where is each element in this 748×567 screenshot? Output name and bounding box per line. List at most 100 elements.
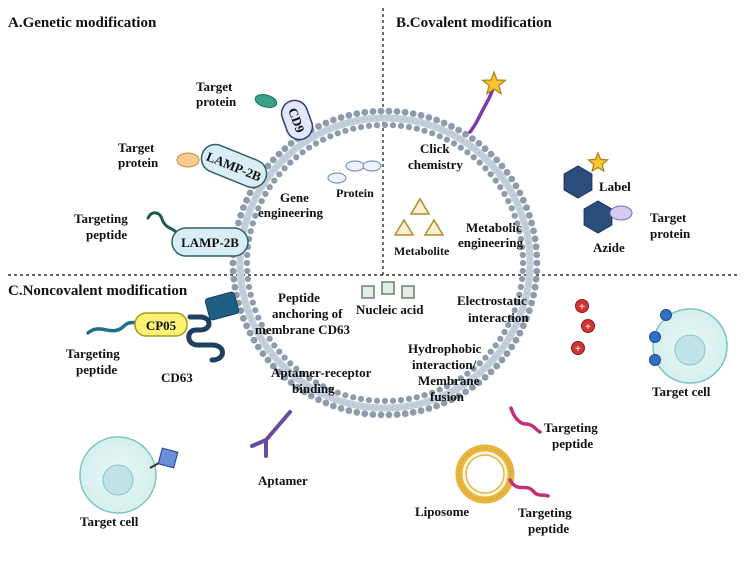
lipid-head: [455, 392, 463, 400]
lipid-head: [511, 307, 518, 314]
lipid-head: [413, 125, 420, 132]
lipid-head: [377, 411, 385, 419]
lipid-head: [448, 396, 455, 404]
lipid-head: [330, 116, 337, 124]
lipid-head: [276, 171, 283, 178]
lipid-head: [266, 335, 273, 342]
lipid-head: [287, 360, 294, 367]
lipid-head: [350, 125, 357, 132]
lipid-head: [520, 322, 527, 330]
lipid-head: [235, 219, 242, 227]
lipid-head: [523, 315, 530, 322]
lipid-head: [369, 411, 377, 418]
lipid-head: [517, 235, 525, 243]
label-hexagon-icon: [563, 165, 593, 199]
metabolic-engineering-label: Metabolic engineering: [458, 220, 525, 250]
lipid-head: [532, 275, 540, 283]
lipid-head: [487, 368, 495, 376]
lipid-head: [322, 119, 330, 127]
targeting-peptide-label-lower: Targeting peptide: [518, 505, 575, 536]
electrostatic-label: Electrostatic interaction: [457, 293, 530, 325]
lipid-head: [405, 395, 413, 402]
lipid-head: [275, 368, 283, 376]
metabolite-triangles: [393, 197, 445, 236]
lipid-head: [469, 135, 476, 143]
lipid-head: [429, 130, 436, 137]
lipid-head: [533, 251, 541, 259]
lipid-head: [528, 219, 535, 227]
lipid-head: [417, 111, 425, 119]
lipid-head: [475, 379, 483, 386]
lipid-head: [482, 354, 489, 361]
lipid-head: [450, 140, 458, 147]
target-cell-left-label: Target cell: [80, 514, 139, 529]
lipid-head: [361, 410, 369, 418]
lipid-head: [487, 348, 494, 355]
lipid-head: [246, 329, 254, 337]
lipid-head: [519, 275, 526, 283]
lipid-head: [381, 121, 389, 129]
lipid-head: [514, 299, 521, 306]
lipid-head: [514, 220, 521, 227]
lipid-head: [520, 196, 527, 204]
lipid-head: [365, 122, 373, 129]
lipid-head: [530, 227, 537, 235]
cd63-label: CD63: [161, 370, 193, 385]
lipid-head: [334, 389, 341, 396]
positive-charges: + + +: [571, 299, 595, 355]
targeting-peptide-icon-a: [146, 211, 178, 234]
lipid-head: [252, 212, 259, 219]
lamp2b-label-2: LAMP-2B: [181, 235, 239, 250]
lipid-head: [475, 140, 483, 147]
lipid-head: [525, 307, 533, 315]
lipid-head: [281, 165, 288, 172]
lipid-head: [281, 374, 289, 381]
cd9-protein: CD9: [280, 99, 314, 141]
target-protein-icon-green: [254, 94, 278, 108]
lipid-head: [492, 177, 499, 184]
lipid-head: [492, 342, 499, 349]
lipid-head: [393, 108, 401, 115]
membrane-inner-heads: [243, 121, 527, 405]
lipid-head: [425, 405, 433, 412]
lipid-head: [385, 411, 393, 419]
lipid-head: [417, 407, 425, 415]
lipid-head: [246, 283, 253, 291]
lipid-head: [237, 211, 245, 219]
lipid-head: [342, 392, 349, 399]
lipid-head: [381, 397, 389, 405]
lipid-head: [240, 204, 247, 212]
lipid-head: [246, 189, 254, 197]
liposome-label: Liposome: [415, 504, 469, 519]
lipid-head: [413, 394, 420, 401]
plus-sign-1: +: [579, 301, 585, 313]
lipid-head: [271, 177, 278, 184]
lipid-head: [397, 122, 405, 129]
lipid-head: [429, 389, 436, 396]
lipid-head: [281, 145, 289, 153]
nucleic-acid-icons: [361, 281, 415, 299]
lipid-head: [345, 407, 353, 415]
lipid-head: [531, 235, 539, 243]
lipid-head: [519, 251, 526, 259]
lipid-head: [229, 259, 237, 267]
lipid-head: [334, 130, 341, 137]
lipid-head: [301, 388, 308, 396]
targeting-peptide-label-c: Targeting peptide: [66, 346, 123, 377]
aptamer-binding-label: Aptamer-receptor binding: [271, 365, 374, 396]
lipid-head: [327, 386, 334, 393]
lipid-head: [312, 379, 320, 386]
lipid-head: [353, 110, 361, 117]
lipid-head: [457, 375, 464, 382]
lipid-head: [397, 397, 405, 404]
lipid-head: [294, 384, 301, 391]
lipid-head: [312, 140, 320, 147]
section-title-c: C.Noncovalent modification: [8, 283, 188, 299]
lipid-head: [240, 315, 247, 322]
lipid-head: [357, 395, 365, 402]
label-text: Label: [599, 179, 631, 194]
lipid-head: [266, 184, 273, 191]
targeting-peptide-icon-lower: [508, 478, 550, 498]
lipid-head: [516, 228, 523, 235]
lipid-head: [436, 386, 443, 393]
